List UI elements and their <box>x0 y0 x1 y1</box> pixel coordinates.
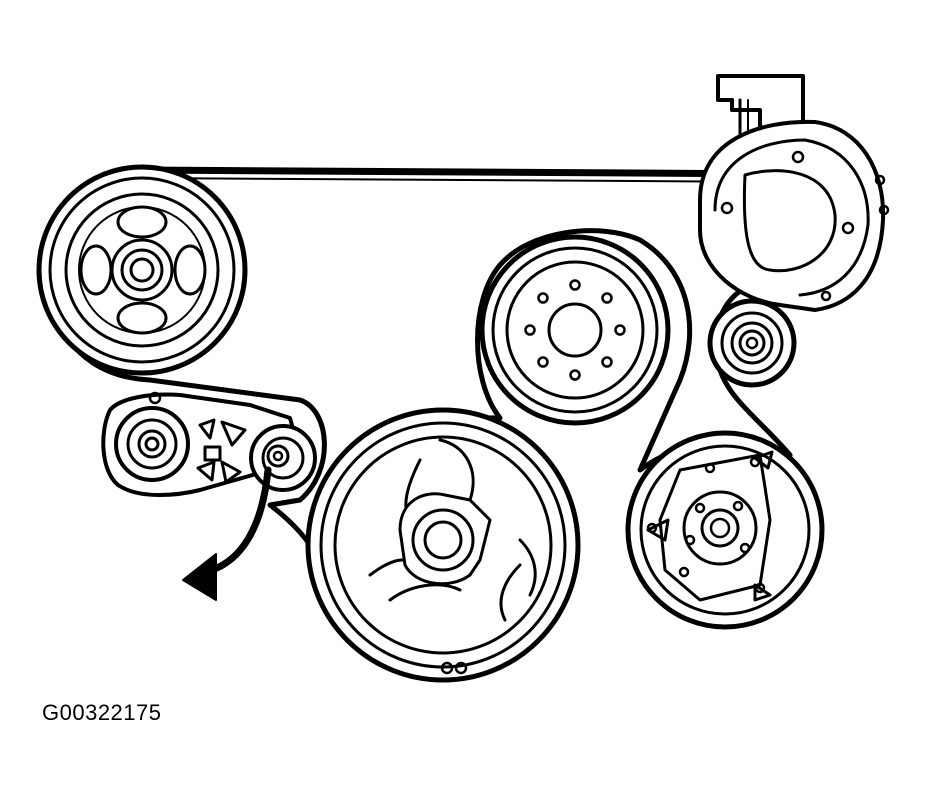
ac-compressor-pulley <box>625 430 825 630</box>
crankshaft-pulley <box>305 407 581 683</box>
power-steering-pulley <box>36 164 248 376</box>
water-pump-pulley <box>479 234 671 426</box>
idler-pulley <box>707 298 797 388</box>
curved-arrow-icon <box>182 466 272 601</box>
belt-tensioner <box>101 391 317 497</box>
figure-reference-code: G00322175 <box>42 700 162 725</box>
alternator-pulley <box>698 74 890 312</box>
